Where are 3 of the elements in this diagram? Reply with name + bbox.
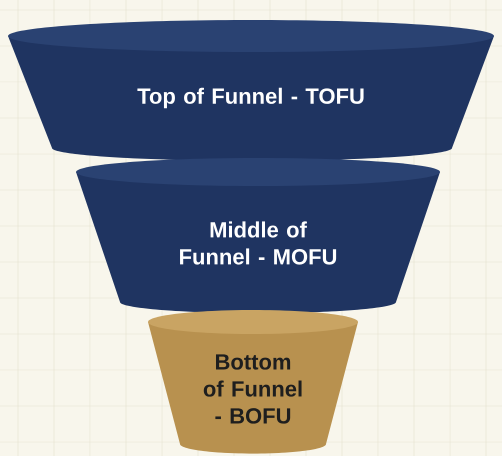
funnel-segment: Middle of Funnel - MOFU	[76, 158, 440, 314]
funnel-segment: Top of Funnel - TOFU	[8, 20, 494, 161]
funnel-segment: Bottom of Funnel - BOFU	[148, 310, 358, 454]
